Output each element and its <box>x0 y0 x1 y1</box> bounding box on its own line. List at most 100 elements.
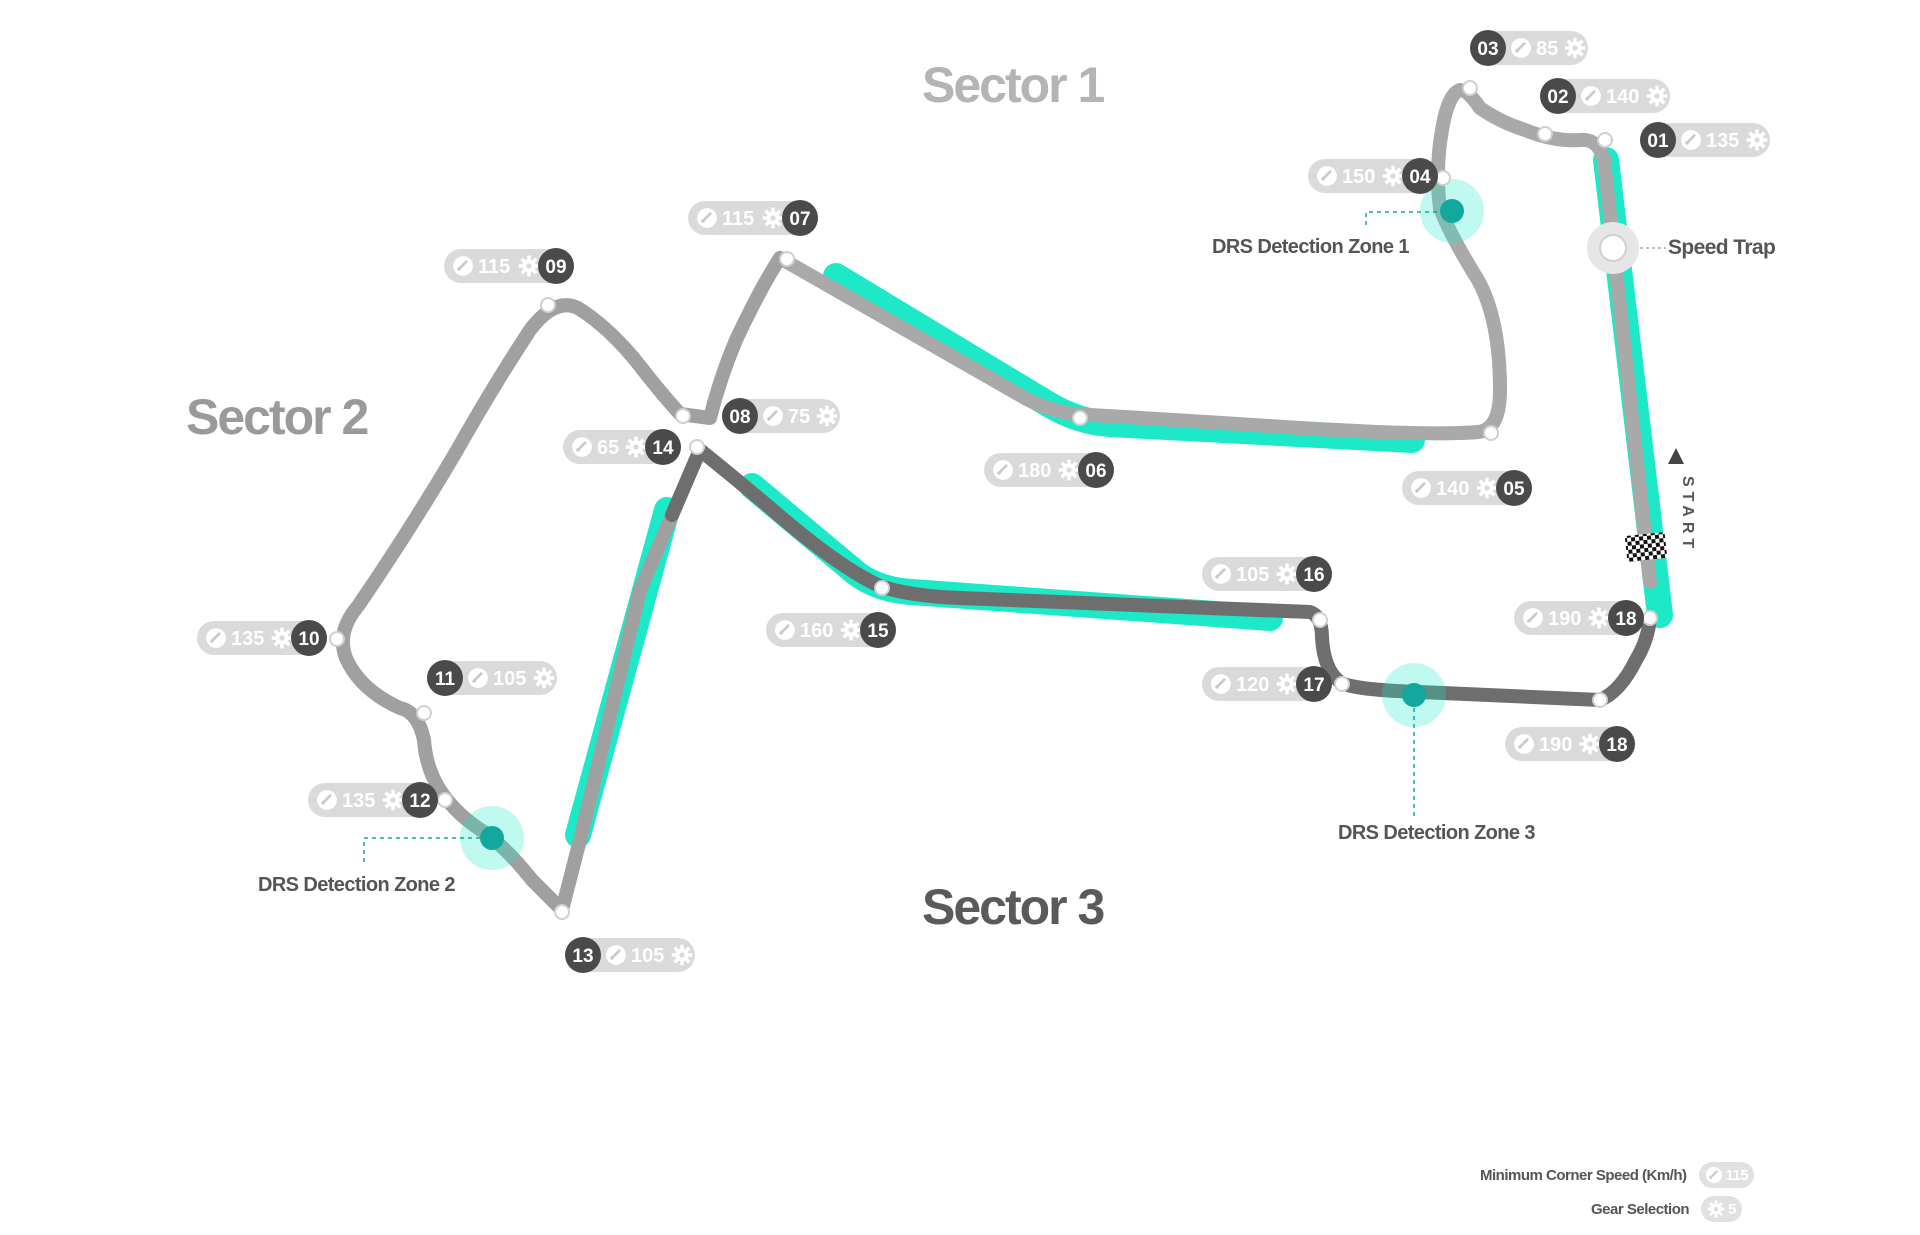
speedometer-icon <box>316 789 338 811</box>
speedometer-icon <box>205 627 227 649</box>
corner-number: 18 <box>1615 609 1636 630</box>
corner-number: 05 <box>1503 479 1525 500</box>
corner-speed: 160 <box>800 620 833 642</box>
drs-zone-2-label: DRS Detection Zone 2 <box>258 874 456 896</box>
gear-icon <box>1746 129 1768 151</box>
corner-marker-05 <box>1483 425 1499 441</box>
corner-speed: 115 <box>478 256 510 278</box>
speedometer-icon <box>1522 607 1544 629</box>
track-sector-3 <box>665 443 1657 707</box>
corner-marker-12 <box>437 792 453 808</box>
corner-markers <box>329 80 1658 920</box>
corner-marker-04 <box>1435 170 1451 186</box>
legend-gear-pill: 5 <box>1701 1196 1742 1222</box>
corner-number: 06 <box>1085 461 1106 482</box>
corner-label-06: 180506 <box>984 452 1114 488</box>
corner-labels: 1353011404028520315040414030518050611520… <box>197 30 1781 973</box>
corner-speed: 190 <box>1539 734 1572 756</box>
corner-label-08: 75 2 08 <box>722 398 851 434</box>
drs-zone-3-label: DRS Detection Zone 3 <box>1338 822 1536 844</box>
speed-trap-marker <box>1599 234 1627 262</box>
corner-number-badge <box>1496 470 1532 506</box>
corner-speed: 140 <box>1606 86 1639 108</box>
corner-label-18: 190518 <box>1514 600 1644 636</box>
gear-icon <box>1564 37 1586 59</box>
speedometer-icon <box>1513 733 1535 755</box>
track-sector-1 <box>773 83 1657 589</box>
corner-number-badge <box>1296 556 1332 592</box>
corner-label-07: 115207 <box>688 200 818 236</box>
corner-number: 14 <box>652 438 674 459</box>
corner-number: 15 <box>867 621 889 642</box>
corner-number-badge <box>1640 122 1676 158</box>
gear-icon <box>1588 607 1610 629</box>
corner-marker-03 <box>1462 80 1478 96</box>
gear-icon <box>840 619 862 641</box>
corner-speed: 190 <box>1548 608 1581 630</box>
corner-speed: 150 <box>1342 166 1375 188</box>
corner-marker-13 <box>554 904 570 920</box>
corner-number: 01 <box>1647 131 1669 152</box>
corner-marker-07 <box>779 251 795 267</box>
speed-trap-label: Speed Trap <box>1668 236 1776 259</box>
corner-marker-15 <box>874 580 890 596</box>
corner-speed: 180 <box>1018 460 1051 482</box>
gear-icon <box>518 255 540 277</box>
speedometer-icon <box>1580 85 1602 107</box>
corner-number-badge <box>291 620 327 656</box>
corner-speed: 65 <box>597 437 619 459</box>
corner-label-12: 135412 <box>308 782 438 818</box>
corner-number: 12 <box>409 791 430 812</box>
corner-speed: 105 <box>493 668 526 690</box>
corner-marker-01 <box>1597 132 1613 148</box>
corner-speed: 135 <box>1706 130 1739 152</box>
speedometer-icon <box>1510 37 1532 59</box>
corner-speed: 115 <box>722 208 754 230</box>
gear-icon <box>671 944 693 966</box>
corner-label-05: 140305 <box>1402 470 1532 506</box>
corner-speed: 75 <box>788 406 810 428</box>
speedometer-icon <box>762 405 784 427</box>
corner-number-badge <box>645 429 681 465</box>
corner-label-13: 105 2 13 <box>565 937 706 973</box>
corner-number: 10 <box>298 629 319 650</box>
corner-marker-17 <box>1334 676 1350 692</box>
corner-marker-09 <box>540 297 556 313</box>
corner-number: 09 <box>545 257 566 278</box>
legend-gear: Gear Selection 5 <box>1591 1196 1742 1222</box>
corner-number: 16 <box>1303 565 1324 586</box>
sector-2-title: Sector 2 <box>186 389 369 445</box>
corner-number-badge <box>565 937 601 973</box>
legend-speed: Minimum Corner Speed (Km/h) 115 <box>1480 1162 1755 1188</box>
corner-gear: 2 <box>695 945 706 967</box>
corner-number: 13 <box>572 946 593 967</box>
start-arrow-icon <box>1668 448 1684 464</box>
corner-gear: 4 <box>1670 86 1682 108</box>
drs-detection-points <box>363 179 1484 870</box>
gear-icon <box>271 627 293 649</box>
speedometer-icon <box>1316 165 1338 187</box>
speedometer-icon <box>696 207 718 229</box>
corner-marker-18 <box>1642 610 1658 626</box>
corner-marker-02 <box>1537 126 1553 142</box>
corner-speed: 105 <box>631 945 664 967</box>
sector-3-title: Sector 3 <box>922 879 1105 935</box>
corner-number-badge <box>782 200 818 236</box>
gear-icon <box>1646 85 1668 107</box>
corner-gear: 3 <box>1770 130 1781 152</box>
corner-number-badge <box>427 660 463 696</box>
speedometer-icon <box>605 944 627 966</box>
corner-label-10: 135210 <box>197 620 327 656</box>
legend-gear-example: 5 <box>1728 1200 1736 1218</box>
gear-icon <box>1476 477 1498 499</box>
corner-speed: 85 <box>1536 38 1558 60</box>
corner-gear: 2 <box>840 406 851 428</box>
corner-number: 11 <box>435 669 456 690</box>
start-label: START <box>1679 476 1696 554</box>
gear-icon <box>625 436 647 458</box>
corner-number: 08 <box>729 407 750 428</box>
corner-speed: 140 <box>1436 478 1469 500</box>
